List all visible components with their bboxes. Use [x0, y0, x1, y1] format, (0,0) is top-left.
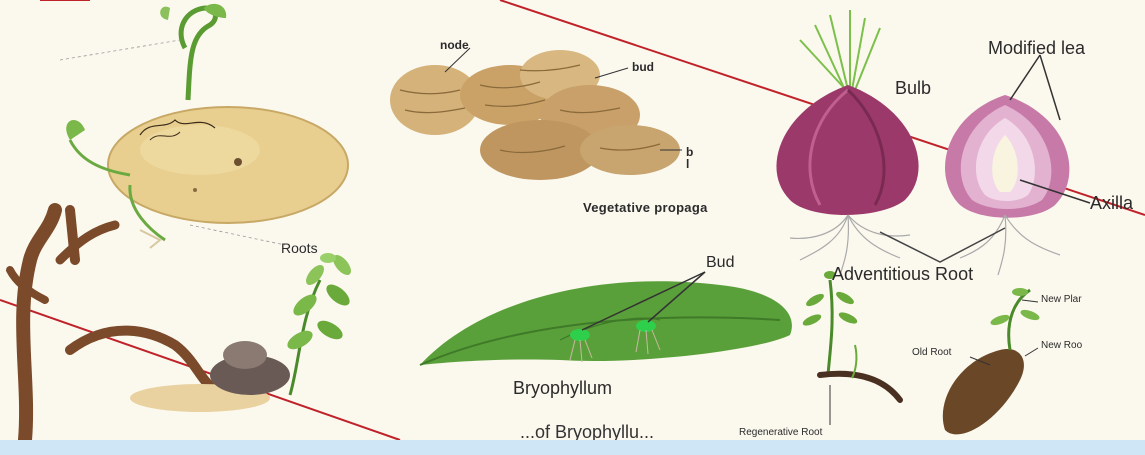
label-old-root: Old Root	[912, 347, 951, 358]
label-regenerative-root: Regenerative Root	[739, 427, 822, 438]
label-bryophyllum: Bryophyllum	[513, 378, 612, 399]
label-bud: Bud	[706, 254, 734, 272]
label-cut-2: l	[686, 157, 689, 171]
label-roots: Roots	[281, 240, 318, 256]
onion-bulb-icon	[776, 10, 918, 275]
bryophyllum-leaf-icon	[420, 272, 792, 365]
label-new-plant: New Plar	[1041, 294, 1082, 305]
label-axillary: Axilla	[1090, 193, 1133, 214]
label-adventitious-root: Adventitious Root	[832, 264, 973, 285]
bottom-band	[0, 440, 1145, 455]
label-node: node	[440, 38, 469, 52]
label-modified-leaves: Modified lea	[988, 38, 1085, 59]
potato-icon	[60, 4, 348, 248]
mint-plant-icon	[284, 252, 354, 353]
label-bulb: Bulb	[895, 78, 931, 99]
label-new-root: New Roo	[1041, 340, 1082, 351]
label-vegetative: Vegetative propaga	[583, 200, 708, 215]
label-bud-top: bud	[632, 60, 654, 74]
